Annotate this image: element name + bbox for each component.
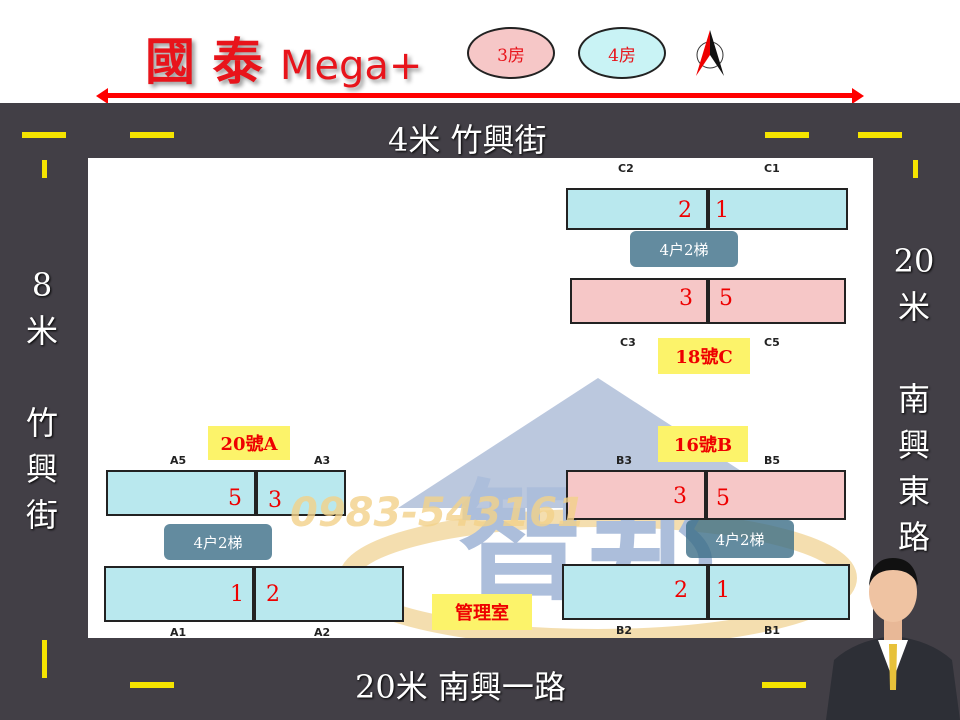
road-left-label: 8 米竹興街 xyxy=(22,262,62,538)
unit-number: 5 xyxy=(719,286,733,311)
site-plan: 智邦 C2 C1 2 1 3 5 4户2梯 C3 C5 18號C 20號A A5… xyxy=(88,158,873,638)
unit-number: 5 xyxy=(228,486,242,511)
title-suffix: Mega+ xyxy=(279,43,423,89)
unit-number: 1 xyxy=(715,198,729,223)
unit-code: A1 xyxy=(170,626,187,638)
unit-B3 xyxy=(566,470,706,520)
legend-3-room: 3房 xyxy=(467,27,555,79)
unit-number: 2 xyxy=(674,578,688,603)
road-right-char: 東 xyxy=(897,472,930,510)
unit-B2 xyxy=(562,564,708,620)
road-left-char: 米 xyxy=(25,312,58,350)
road-left-gap xyxy=(22,354,62,400)
title-main: 國 泰 xyxy=(145,32,263,91)
unit-A5 xyxy=(106,470,256,516)
lane-dash xyxy=(858,132,902,138)
road-left-char: 8 xyxy=(31,266,53,304)
road-left-char: 街 xyxy=(25,496,58,534)
lane-dash xyxy=(42,640,47,678)
unit-code: C3 xyxy=(620,336,636,349)
unit-C1 xyxy=(708,188,848,230)
road-right-char: 20 xyxy=(893,242,935,280)
unit-code: B3 xyxy=(616,454,633,467)
building-tag-A: 20號A xyxy=(208,426,290,460)
unit-number: 3 xyxy=(673,484,687,509)
core-label: 4户2梯 xyxy=(686,520,794,558)
core-label: 4户2梯 xyxy=(630,231,738,267)
lane-dash xyxy=(22,132,66,138)
unit-number: 1 xyxy=(716,578,730,603)
road-right-char: 米 xyxy=(897,288,930,326)
unit-B1 xyxy=(708,564,850,620)
north-arrow-icon xyxy=(696,30,724,76)
arrow-left-icon xyxy=(96,88,108,104)
road-right-char: 路 xyxy=(897,518,930,556)
lane-dash xyxy=(130,682,174,688)
lane-dash xyxy=(130,132,174,138)
unit-code: C5 xyxy=(764,336,780,349)
building-tag-B: 16號B xyxy=(658,426,748,462)
unit-code: A3 xyxy=(314,454,331,467)
road-top-label: 4米 竹興街 xyxy=(388,121,547,159)
unit-A2 xyxy=(254,566,404,622)
unit-C3 xyxy=(570,278,708,324)
unit-number: 3 xyxy=(679,286,693,311)
unit-C2 xyxy=(566,188,708,230)
unit-number: 3 xyxy=(268,488,282,513)
unit-code: B1 xyxy=(764,624,781,637)
road-right-char: 興 xyxy=(897,426,930,464)
lane-dash xyxy=(42,160,47,178)
unit-A1 xyxy=(104,566,254,622)
unit-B5 xyxy=(706,470,846,520)
unit-code: A5 xyxy=(170,454,187,467)
arrow-right-icon xyxy=(852,88,864,104)
legend-4-room: 4房 xyxy=(578,27,666,79)
unit-code: A2 xyxy=(314,626,331,638)
lane-dash xyxy=(762,682,806,688)
management-office-tag: 管理室 xyxy=(432,594,532,630)
unit-code: B5 xyxy=(764,454,781,467)
project-title: 國 泰 Mega+ xyxy=(145,22,422,94)
watermark-phone: 0983-543161 xyxy=(290,490,585,536)
road-right-gap xyxy=(892,330,936,376)
road-left-char: 興 xyxy=(25,450,58,488)
unit-number: 2 xyxy=(678,198,692,223)
unit-code: C2 xyxy=(618,162,634,175)
unit-code: C1 xyxy=(764,162,780,175)
unit-A3 xyxy=(256,470,346,516)
unit-number: 2 xyxy=(266,582,280,607)
road-left-char: 竹 xyxy=(25,404,58,442)
unit-number: 1 xyxy=(230,582,244,607)
unit-code: B2 xyxy=(616,624,633,637)
road-right-label: 20 米南興東路 xyxy=(892,238,936,560)
road-bottom-label: 20米 南興一路 xyxy=(355,668,566,706)
lane-dash xyxy=(765,132,809,138)
unit-number: 5 xyxy=(716,486,730,511)
agent-photo xyxy=(826,558,960,720)
unit-C5 xyxy=(708,278,846,324)
core-label: 4户2梯 xyxy=(164,524,272,560)
building-tag-C: 18號C xyxy=(658,338,750,374)
lane-dash xyxy=(913,160,918,178)
road-right-char: 南 xyxy=(897,380,930,418)
frontage-line xyxy=(104,93,854,98)
